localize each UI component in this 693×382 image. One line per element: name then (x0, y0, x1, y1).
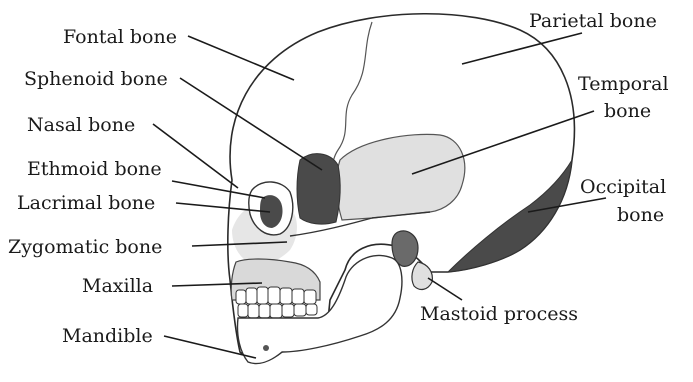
tooth (292, 289, 304, 304)
tooth (304, 290, 316, 304)
label-frontal-bone: Fontal bone (63, 26, 177, 48)
tooth (259, 304, 270, 318)
tooth (268, 287, 280, 304)
tooth (248, 304, 259, 318)
temporal-bone-shape (336, 134, 464, 220)
label-zygomatic-bone: Zygomatic bone (8, 236, 162, 258)
tooth (282, 304, 294, 317)
label-occipital-line2: bone (617, 204, 664, 226)
tooth (236, 290, 246, 304)
leader-mastoid (428, 278, 462, 300)
label-temporal-line1: Temporal (578, 73, 669, 95)
label-ethmoid-bone: Ethmoid bone (27, 158, 162, 180)
label-mandible: Mandible (62, 325, 153, 347)
tooth (294, 304, 306, 316)
mental-foramen (263, 345, 269, 351)
label-parietal-bone: Parietal bone (529, 10, 657, 32)
label-sphenoid-bone: Sphenoid bone (24, 68, 168, 90)
tooth (246, 288, 257, 304)
tooth (270, 304, 282, 318)
leader-frontal (188, 36, 294, 80)
label-occipital-line1: Occipital (580, 176, 666, 198)
occipital-bone-shape (448, 160, 572, 272)
label-mastoid-process: Mastoid process (420, 303, 578, 325)
mastoid-shape (412, 262, 432, 289)
leader-ethmoid (172, 181, 265, 198)
external-ear-canal (392, 231, 418, 266)
label-lacrimal-bone: Lacrimal bone (17, 192, 155, 214)
leader-nasal (153, 124, 238, 188)
teeth (236, 287, 317, 318)
tooth (257, 287, 268, 304)
leader-sphenoid (180, 78, 322, 170)
tooth (306, 304, 317, 315)
leader-parietal (462, 33, 582, 64)
label-temporal-line2: bone (604, 100, 651, 122)
label-maxilla: Maxilla (82, 275, 153, 297)
sphenoid-bone-shape (297, 154, 340, 224)
tooth (280, 288, 292, 304)
tooth (238, 304, 248, 317)
label-nasal-bone: Nasal bone (27, 114, 135, 136)
